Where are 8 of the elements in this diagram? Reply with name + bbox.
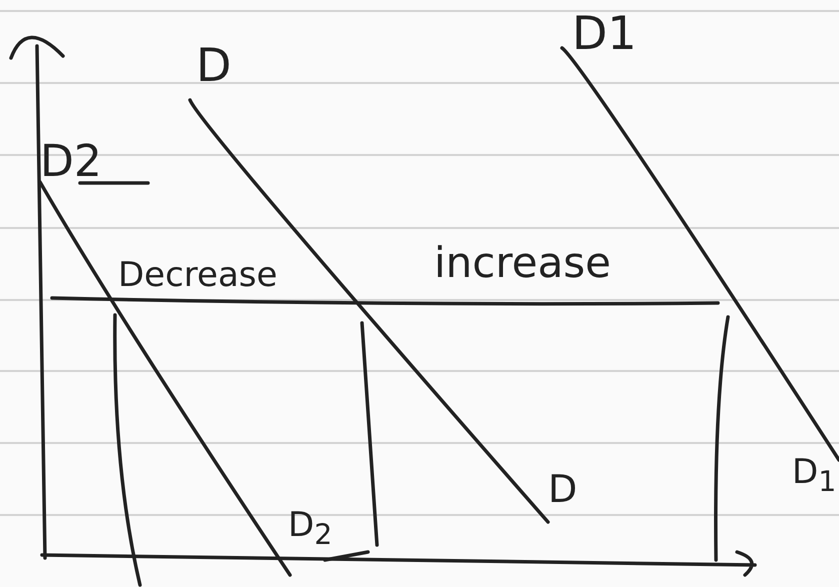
curve-label: D1 [572, 10, 637, 56]
shift-label: Decrease [118, 258, 278, 292]
curve-label: D$_{2}$ [288, 508, 332, 550]
shift-label: increase [434, 242, 612, 284]
curve-label: D [196, 42, 232, 88]
curve-label: D$_{1}$ [792, 455, 836, 496]
curve-label: D2 [40, 140, 102, 184]
curve-label: D [548, 470, 578, 508]
